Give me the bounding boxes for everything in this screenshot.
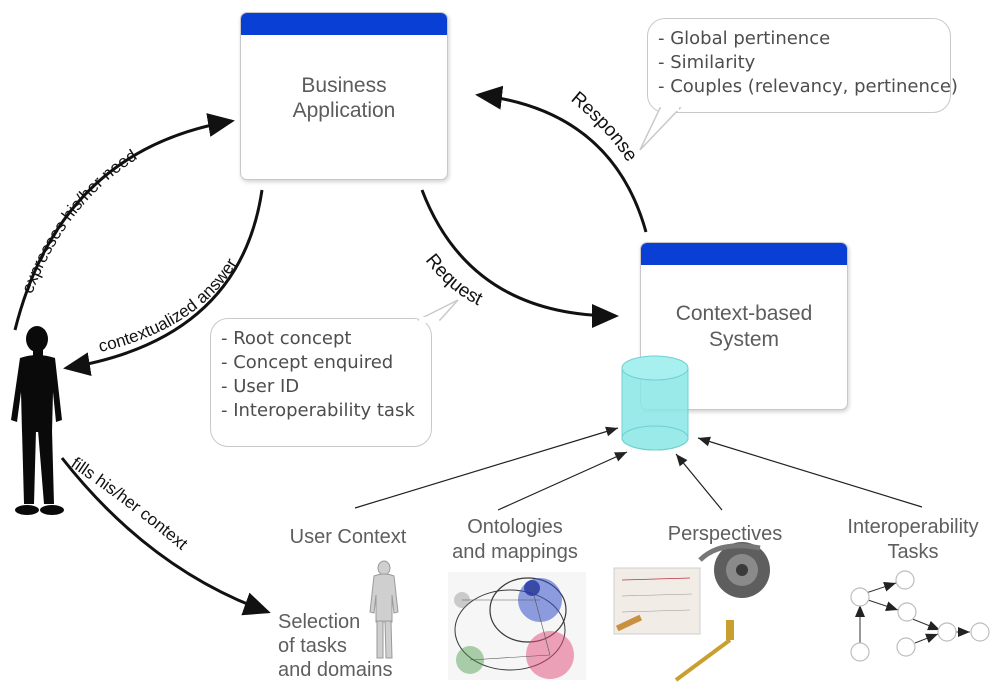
response-item-similarity: - Similarity [658, 52, 756, 73]
interop-label-line2: Tasks [887, 541, 939, 563]
request-item-user-id: - User ID [221, 376, 300, 397]
arrow-fills-context [60, 457, 271, 616]
business-application-line2: Application [292, 99, 396, 122]
box-header-bar [641, 243, 847, 265]
arrow-expresses-need [13, 113, 235, 331]
response-callout: - Global pertinence - Similarity - Coupl… [647, 18, 958, 113]
label-expresses-need: expresses his/her need [18, 146, 140, 296]
perspectives-label: Perspectives [667, 523, 783, 545]
context-system-line2: System [708, 328, 779, 351]
label-contextualized-answer: contextualized answer [97, 255, 241, 356]
business-application-line1: Business [301, 74, 387, 97]
selection-label-line1: Selection [278, 611, 361, 633]
context-system-line1: Context-based [675, 302, 813, 325]
arrow-perspectives [675, 453, 723, 511]
response-item-couples: - Couples (relevancy, pertinence) [658, 76, 958, 97]
ontology-graph-icon [448, 572, 586, 680]
ontologies-label-line1: Ontologies [467, 516, 563, 538]
task-graph-icon [850, 570, 990, 662]
selection-label-line3: and domains [278, 659, 393, 681]
request-item-root-concept: - Root concept [221, 328, 352, 349]
arrow-request [420, 189, 619, 328]
ontologies-label-line2: and mappings [452, 541, 578, 563]
arrow-ontologies [497, 451, 628, 511]
response-callout-pointer [639, 107, 682, 151]
perspectives-image-icon [613, 542, 770, 682]
arrow-contextualized-answer [63, 189, 264, 377]
user-context-label: User Context [289, 526, 407, 548]
user-context-icon [369, 560, 399, 659]
arrow-response [475, 85, 648, 233]
request-item-interoperability-task: - Interoperability task [221, 400, 415, 421]
box-header-bar [241, 13, 447, 35]
request-item-concept-enquired: - Concept enquired [221, 352, 394, 373]
selection-label-line2: of tasks [278, 635, 347, 657]
label-request: Request [421, 250, 486, 310]
interop-label-line1: Interoperability [847, 516, 979, 538]
response-item-global-pertinence: - Global pertinence [658, 28, 831, 49]
label-fills-context: fills his/her context [68, 454, 192, 554]
arrow-interop [697, 436, 923, 508]
arrow-user-context [354, 426, 619, 509]
request-callout: - Root concept - Concept enquired - User… [210, 318, 432, 447]
user-silhouette-icon [11, 326, 64, 515]
database-icon [621, 355, 689, 451]
business-application-box: Business Application [240, 12, 448, 180]
